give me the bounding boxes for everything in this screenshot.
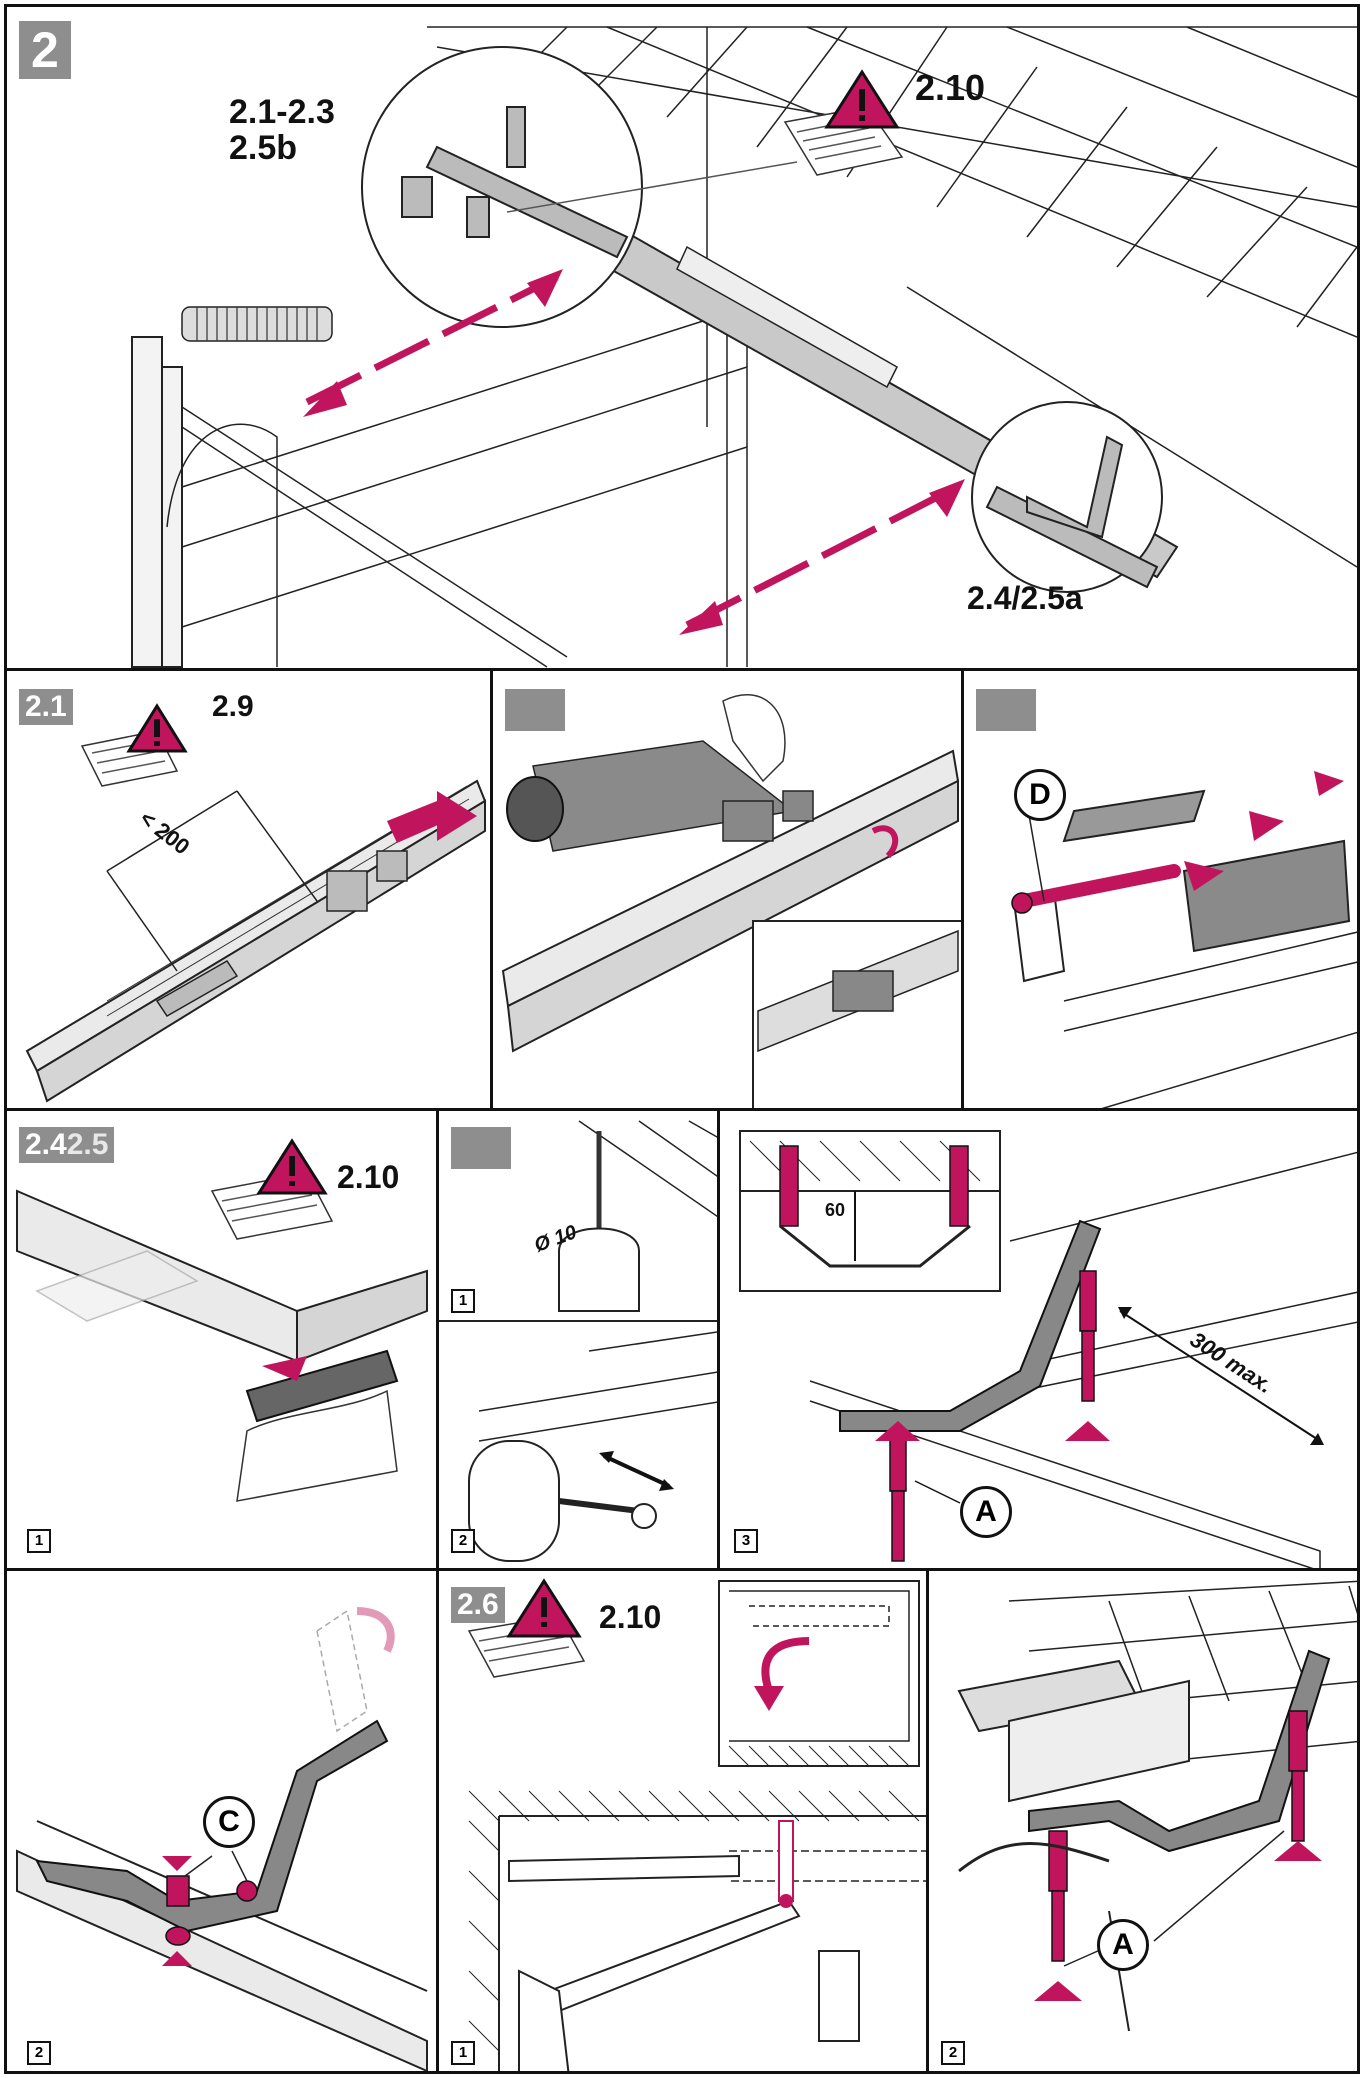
warning-triangle-icon <box>126 703 188 753</box>
step-tag-2-6: 2.6 <box>451 1587 505 1623</box>
warning-triangle-icon <box>824 69 900 129</box>
warning-triangle-icon <box>506 1578 582 1638</box>
anchor-depth-label: 60 <box>825 1200 846 1220</box>
double-arrow-icon <box>679 479 965 635</box>
step-tag-blank <box>505 689 565 731</box>
tag-ghost: 2.5 <box>66 1128 109 1161</box>
label-manual-ref: 2.10 <box>915 67 986 108</box>
callout-c: C <box>203 1796 255 1848</box>
step-number: 2 <box>451 1529 475 1553</box>
final-fix-drawing <box>957 1580 1357 2032</box>
push-arrow-icon <box>262 1356 307 1381</box>
bracket-attach-drawing <box>16 1138 428 1502</box>
step-tag-2-1: 2.1 <box>19 689 73 725</box>
label-steps-upper: 2.1-2.3 2.5b <box>229 93 335 167</box>
step-number: 3 <box>734 1529 758 1553</box>
panel-2-4: 2.42.5 2.10 1 <box>4 1108 440 1572</box>
carriage-release-drawing <box>501 694 961 1109</box>
warning-triangle-icon <box>256 1138 328 1195</box>
push-arrow-icon <box>162 1856 192 1871</box>
double-arrow-icon <box>303 269 563 417</box>
step-tag-blank <box>451 1127 511 1169</box>
rotate-arrow-icon <box>871 825 899 859</box>
label-manual-ref: 2.10 <box>337 1159 400 1195</box>
push-arrow-icon <box>437 791 477 841</box>
inset-detail <box>718 1580 920 1767</box>
push-arrow-icon <box>875 1421 920 1441</box>
rail-measure-drawing <box>25 703 487 1103</box>
step-number: 1 <box>451 2041 475 2065</box>
arm-position-drawing <box>467 1578 927 2071</box>
label-steps-lower: 2.4/2.5a <box>967 580 1083 616</box>
step-number: 2 <box>941 2041 965 2065</box>
callout-a: A <box>960 1486 1012 1538</box>
rotate-arrow-icon <box>356 1607 395 1653</box>
panel-rivet: C 2 <box>4 1568 440 2074</box>
panel-2-6: 2.6 2.10 1 <box>436 1568 930 2074</box>
step-number: 2 <box>27 2041 51 2065</box>
step-tag-2-4: 2.42.5 <box>19 1127 115 1163</box>
panel-2-1: 2.1 2.9 < 200 <box>4 668 493 1112</box>
panel-drill: Ø 10 1 2 <box>436 1108 721 1572</box>
step-number: 1 <box>451 1289 475 1313</box>
tag-main: 2.4 <box>25 1128 67 1161</box>
double-arrow-icon <box>603 1454 670 1488</box>
callout-d: D <box>1014 769 1066 821</box>
rivet-drawing <box>16 1607 428 2071</box>
push-arrow-icon <box>1034 1981 1082 2001</box>
drill-drawing <box>439 1120 718 1562</box>
section-tag: 2 <box>19 21 71 79</box>
callout-a: A <box>1097 1919 1149 1971</box>
step-tag-blank <box>976 689 1036 731</box>
main-overview-panel: 2 2.1-2.3 2.5b 2.10 2.4/2.5a <box>4 4 1360 672</box>
panel-carriage-release <box>490 668 964 1112</box>
push-arrow-icon <box>1184 861 1224 891</box>
rotate-arrow-icon <box>761 1637 810 1693</box>
panel-anchor-fix: 60 300 max. A 3 <box>717 1108 1360 1572</box>
label-manual-ref: 2.9 <box>212 690 254 723</box>
step-number: 1 <box>27 1529 51 1553</box>
bolt-insert-drawing <box>1011 771 1357 1109</box>
panel-final-fix: A 2 <box>926 1568 1360 2074</box>
label-manual-ref: 2.10 <box>599 1599 662 1635</box>
main-overview-drawing <box>131 26 1357 668</box>
panel-bolt-insert: D <box>961 668 1360 1112</box>
anchor-fix-drawing <box>739 1130 1357 1569</box>
